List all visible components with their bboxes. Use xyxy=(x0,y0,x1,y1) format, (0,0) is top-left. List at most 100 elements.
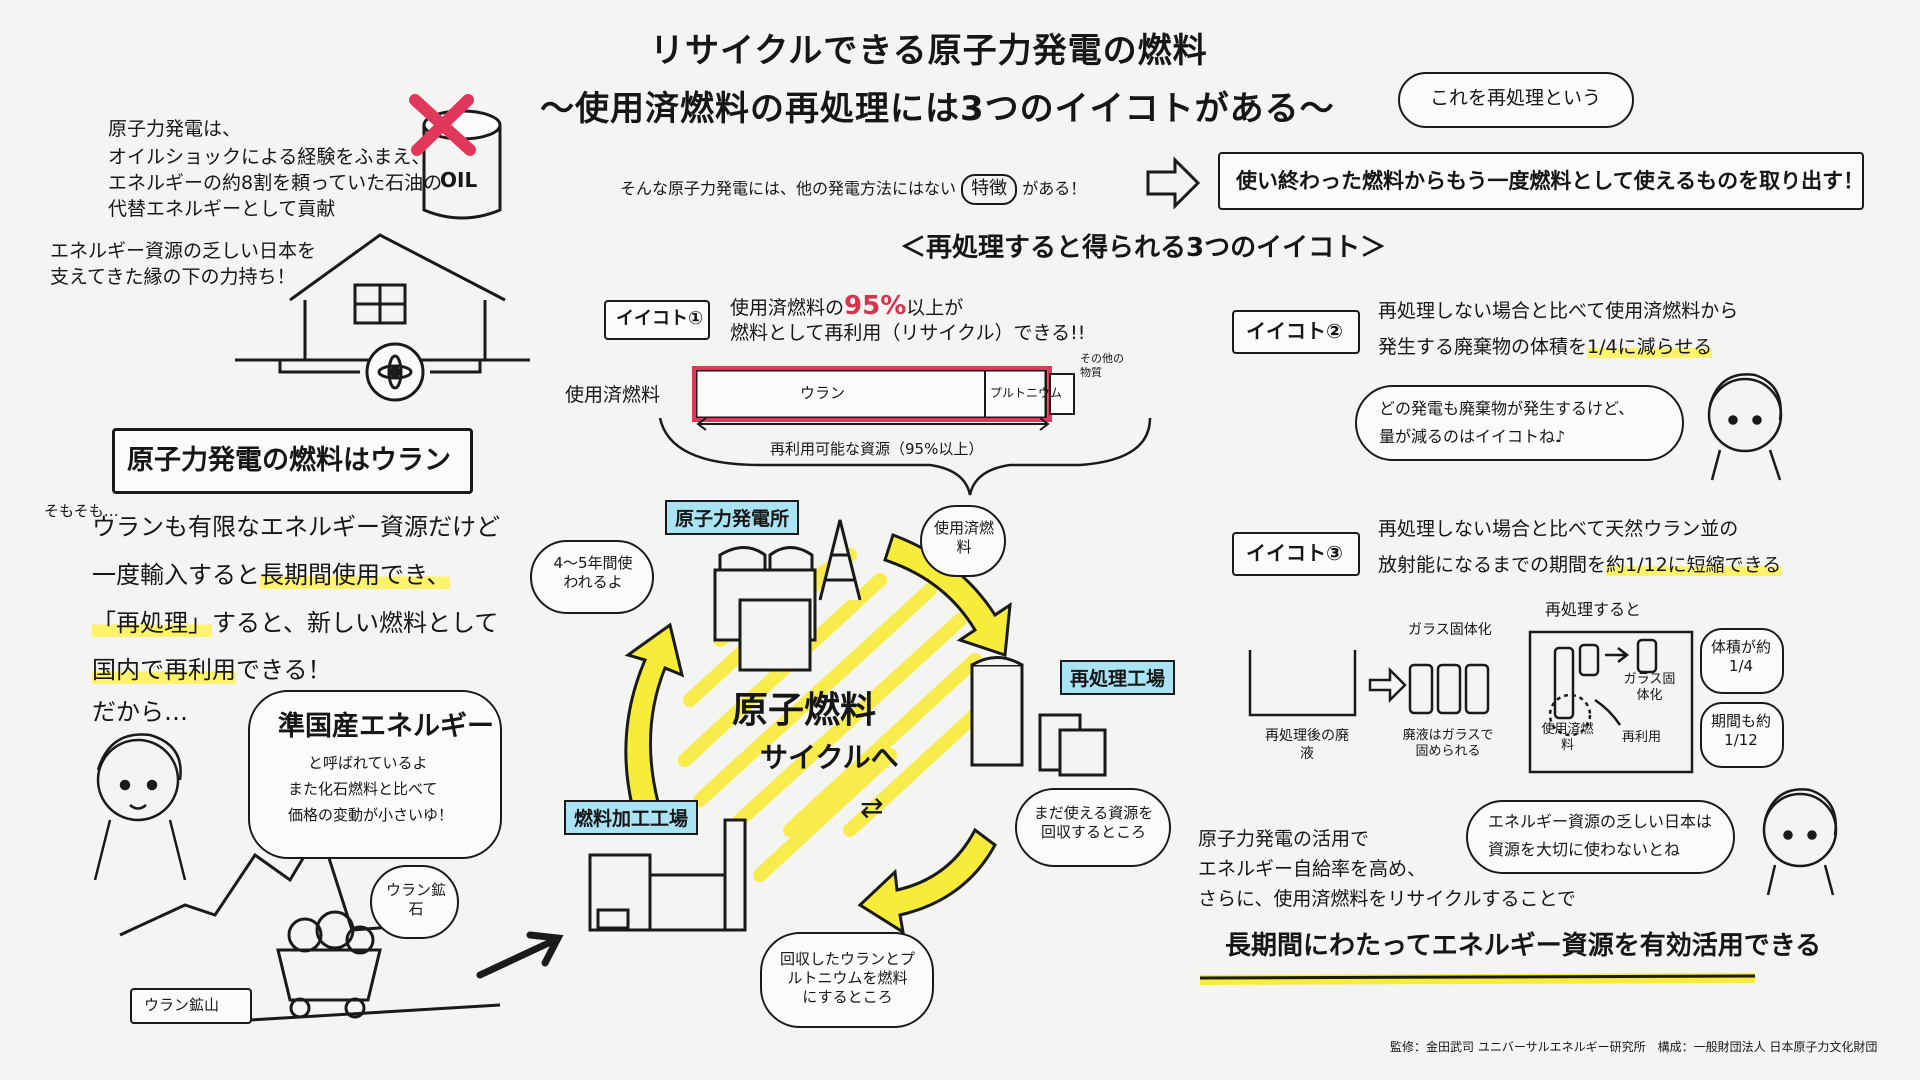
uranium-mine-box: ウラン鉱山 xyxy=(130,988,252,1024)
volume-text: 体積が約1/4 xyxy=(1710,638,1771,675)
uranium-line-4: 国内で再利用できる！ xyxy=(92,655,332,685)
glass-small: ガラス固体化 xyxy=(1623,672,1676,704)
fuel-fabrication-plant-illustration xyxy=(588,818,747,932)
credit-text: 監修：金田武司 ユニバーサルエネルギー研究所 構成：一般財団法人 日本原子力文化… xyxy=(1390,1040,1878,1054)
years-text: 4〜5年間使われるよ xyxy=(553,554,633,591)
merit2-line-2b: 1/4に減らせる xyxy=(1587,336,1713,358)
merit2-bubble-line-2: 量が減るのはイイコトね♪ xyxy=(1379,427,1566,446)
uranium-line-5: だから… xyxy=(92,698,188,726)
intro-text-1: 原子力発電は、 xyxy=(108,118,242,140)
nuclear-plant-label: 原子力発電所 xyxy=(665,500,800,535)
merit3-line-2b: 約1/12に短縮できる xyxy=(1606,554,1782,576)
fuel-bar-plutonium: プルトニウム xyxy=(990,386,1063,400)
main-title: リサイクルできる原子力発電の燃料 xyxy=(650,31,1208,71)
reprocessing-bubble: これを再処理という xyxy=(1398,72,1634,128)
merit1-line-1b: 95% xyxy=(844,291,907,321)
character-girl-right-top xyxy=(1707,373,1783,481)
merit1-line-2: 燃料として再利用（リサイクル）できる!! xyxy=(730,322,1086,344)
fuel-heading: 原子力発電の燃料はウラン xyxy=(127,445,451,476)
fuel-fab-label: 燃料加工工場 xyxy=(564,800,699,835)
character-girl-left xyxy=(93,733,187,881)
merit1-line-1a: 使用済燃料の xyxy=(730,297,845,319)
waste-label: 再処理後の廃液 xyxy=(1265,728,1349,762)
merit3-line-1: 再処理しない場合と比べて天然ウラン並の xyxy=(1378,518,1739,540)
fuel-bar-uranium: ウラン xyxy=(800,384,846,402)
merit2-line-2a: 発生する廃棄物の体積を xyxy=(1378,336,1588,358)
reprocessing-plant-label: 再処理工場 xyxy=(1060,660,1176,695)
intro-text-2: オイルショックによる経験をふまえ、 xyxy=(108,146,431,168)
intro-text-3: エネルギーの約8割を頼っていた石油の xyxy=(108,172,443,194)
intro-text-4: 代替エネルギーとして貢献 xyxy=(108,198,336,220)
merit1-tag-text: イイコト① xyxy=(616,308,704,329)
fuel-bar-label: 使用済燃料 xyxy=(565,384,661,406)
merit3-line-2: 放射能になるまでの期間を約1/12に短縮できる xyxy=(1378,554,1782,578)
cross-mark-icon xyxy=(409,94,476,156)
bottom-bubble-line-1: エネルギー資源の乏しい日本は xyxy=(1488,812,1713,831)
quasi-line-1: と呼ばれているよ xyxy=(308,754,428,772)
cycle-center-1: 原子燃料 xyxy=(732,690,877,731)
quasi-domestic-bubble: 準国産エネルギー と呼ばれているよ また化石燃料と比べて 価格の変動が小さいゆ！ xyxy=(248,690,502,859)
feature-line-b: 特徴 xyxy=(961,174,1018,205)
merit2-bubble: どの発電も廃棄物が発生するけど、 量が減るのはイイコトね♪ xyxy=(1355,385,1684,461)
feature-line-c: がある！ xyxy=(1022,179,1087,198)
uranium-line-2a: 一度輸入すると xyxy=(92,561,260,589)
recover-bubble: まだ使える資源を回収するところ xyxy=(1015,788,1171,867)
uranium-line-2: 一度輸入すると長期間使用でき、 xyxy=(92,560,451,590)
uranium-mine-label: ウラン鉱山 xyxy=(144,996,220,1014)
quasi-line-3: 価格の変動が小さいゆ！ xyxy=(288,806,454,824)
bottom-bubble-line-2: 資源を大切に使わないとね xyxy=(1488,840,1681,859)
conclusion-text: 長期間にわたってエネルギー資源を有効活用できる xyxy=(1225,931,1822,961)
house-icon xyxy=(235,233,530,402)
intro-text-6: 支えてきた縁の下の力持ち！ xyxy=(50,266,296,288)
used-fuel-bubble: 使用済燃料 xyxy=(920,505,1006,577)
used-fuel-bar xyxy=(658,366,1152,496)
uranium-mine-illustration xyxy=(119,826,501,1022)
uranium-line-3b: すると、新しい燃料として xyxy=(212,609,499,637)
cycle-center-2: サイクルへ xyxy=(760,741,899,774)
merit2-line-2: 発生する廃棄物の体積を1/4に減らせる xyxy=(1378,336,1713,360)
uranium-ore-bubble: ウラン鉱石 xyxy=(370,865,459,939)
glass-vitrification-diagram xyxy=(1248,630,1694,774)
bottom-line-1: 原子力発電の活用で xyxy=(1198,828,1370,850)
reuse-small: 再利用 xyxy=(1622,730,1662,745)
when-reprocessed: 再処理すると xyxy=(1545,600,1642,619)
used-fuel-text: 使用済燃料 xyxy=(934,519,995,556)
main-subtitle: 〜使用済燃料の再処理には3つのイイコトがある〜 xyxy=(540,89,1335,129)
merit1-tag: イイコト① xyxy=(604,300,710,340)
fuel-fab-text: 回収したウランとプルトニウムを燃料にするところ xyxy=(780,950,916,1006)
uranium-line-2b: 長期間使用でき、 xyxy=(260,561,451,589)
merit3-line-2a: 放射能になるまでの期間を xyxy=(1378,554,1607,576)
merit2-tag-text: イイコト② xyxy=(1246,319,1343,343)
glass-title: ガラス固体化 xyxy=(1408,622,1492,638)
uranium-line-3: 「再処理」すると、新しい燃料として xyxy=(92,608,498,638)
fuel-bar-reusable: 再利用可能な資源（95%以上） xyxy=(770,440,984,458)
uranium-line-3a: 「再処理」 xyxy=(92,609,212,637)
conclusion-underline xyxy=(1199,973,1756,985)
feature-line-a: そんな原子力発電には、他の発電方法にはない xyxy=(620,179,957,198)
uranium-line-1: ウランも有限なエネルギー資源だけど xyxy=(92,513,500,541)
merit2-line-1: 再処理しない場合と比べて使用済燃料から xyxy=(1378,300,1739,322)
three-merits-heading: ＜再処理すると得られる3つのイイコト＞ xyxy=(900,233,1387,263)
merit2-bubble-line-1: どの発電も廃棄物が発生するけど、 xyxy=(1379,399,1635,418)
fuel-heading-box: 原子力発電の燃料はウラン xyxy=(112,428,473,494)
bottom-line-3: さらに、使用済燃料をリサイクルすることで xyxy=(1198,888,1576,910)
character-girl-right-bottom xyxy=(1762,788,1838,896)
period-bubble: 期間も約1/12 xyxy=(1700,702,1784,768)
reprocessing-bubble-text: これを再処理という xyxy=(1430,87,1602,109)
bottom-line-2: エネルギー自給率を高め、 xyxy=(1198,858,1427,880)
glass-desc: 廃液はガラスで固められる xyxy=(1402,728,1494,760)
uranium-line-4b: できる！ xyxy=(236,656,332,684)
merit3-tag: イイコト③ xyxy=(1232,532,1360,576)
used-fuel-small: 使用済燃料 xyxy=(1541,722,1594,754)
feature-line: そんな原子力発電には、他の発電方法にはない 特徴 がある！ xyxy=(620,174,1086,205)
merit1-line-1c: 以上が xyxy=(906,297,964,319)
years-bubble: 4〜5年間使われるよ xyxy=(530,540,654,614)
volume-bubble: 体積が約1/4 xyxy=(1700,628,1784,694)
quasi-line-2: また化石燃料と比べて xyxy=(288,780,438,798)
merit1-line-1: 使用済燃料の95%以上が xyxy=(730,290,963,323)
fuel-fab-bubble: 回収したウランとプルトニウムを燃料にするところ xyxy=(760,932,934,1028)
nuclear-plant-illustration xyxy=(713,519,862,672)
cycle-loop-icon: ⇄ xyxy=(860,791,884,824)
uranium-ore-label: ウラン鉱石 xyxy=(386,881,447,918)
